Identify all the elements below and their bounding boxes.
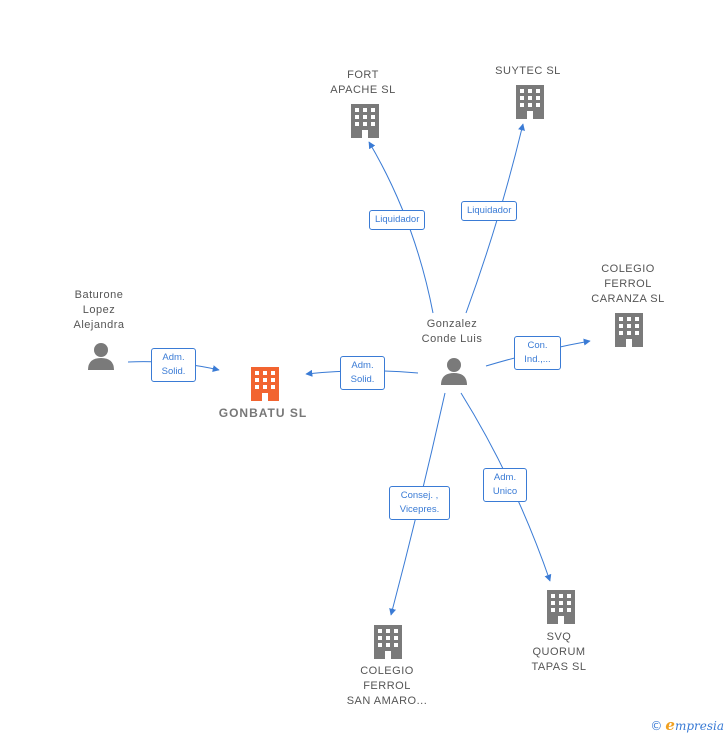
building-icon (516, 85, 544, 119)
edge-label-liquidador-fort-apache: Liquidador (369, 210, 426, 230)
node-label-fort-apache[interactable]: FORT APACHE SL (330, 69, 396, 96)
edge-label-con-ind: Con. Ind.,... (514, 336, 561, 370)
brand-logo-text: mpresia (674, 719, 724, 733)
building-icon (351, 104, 379, 138)
node-label-gonbatu[interactable]: GONBATU SL (218, 406, 308, 420)
building-icon (374, 625, 402, 659)
node-label-colegio-caranza[interactable]: COLEGIO FERROL CARANZA SL (591, 263, 665, 305)
person-icon (441, 358, 467, 385)
edge-label-adm-solid-gonzalez: Adm. Solid. (340, 356, 385, 390)
node-label-colegio-san-amaro[interactable]: COLEGIO FERROL SAN AMARO... (346, 665, 428, 707)
building-icon (547, 590, 575, 624)
node-label-baturone[interactable]: Baturone Lopez Alejandra (73, 289, 125, 331)
edge-label-consej-vicepres: Consej. , Vicepres. (389, 486, 450, 520)
copyright-icon: © (650, 719, 663, 733)
edge-label-adm-unico: Adm. Unico (483, 468, 527, 502)
brand-footer[interactable]: ©empresia (650, 716, 724, 734)
person-icon (88, 343, 114, 370)
node-label-suytec[interactable]: SUYTEC SL (495, 65, 561, 77)
edge-label-liquidador-suytec: Liquidador (461, 201, 518, 221)
node-label-svq-quorum[interactable]: SVQ QUORUM TAPAS SL (531, 631, 587, 673)
building-icon (615, 313, 643, 347)
building-icon-main (251, 367, 279, 401)
node-label-gonzalez[interactable]: Gonzalez Conde Luis (421, 318, 483, 345)
edge-label-adm-solid-baturone: Adm. Solid. (151, 348, 196, 382)
brand-logo-letter: e (665, 716, 675, 734)
